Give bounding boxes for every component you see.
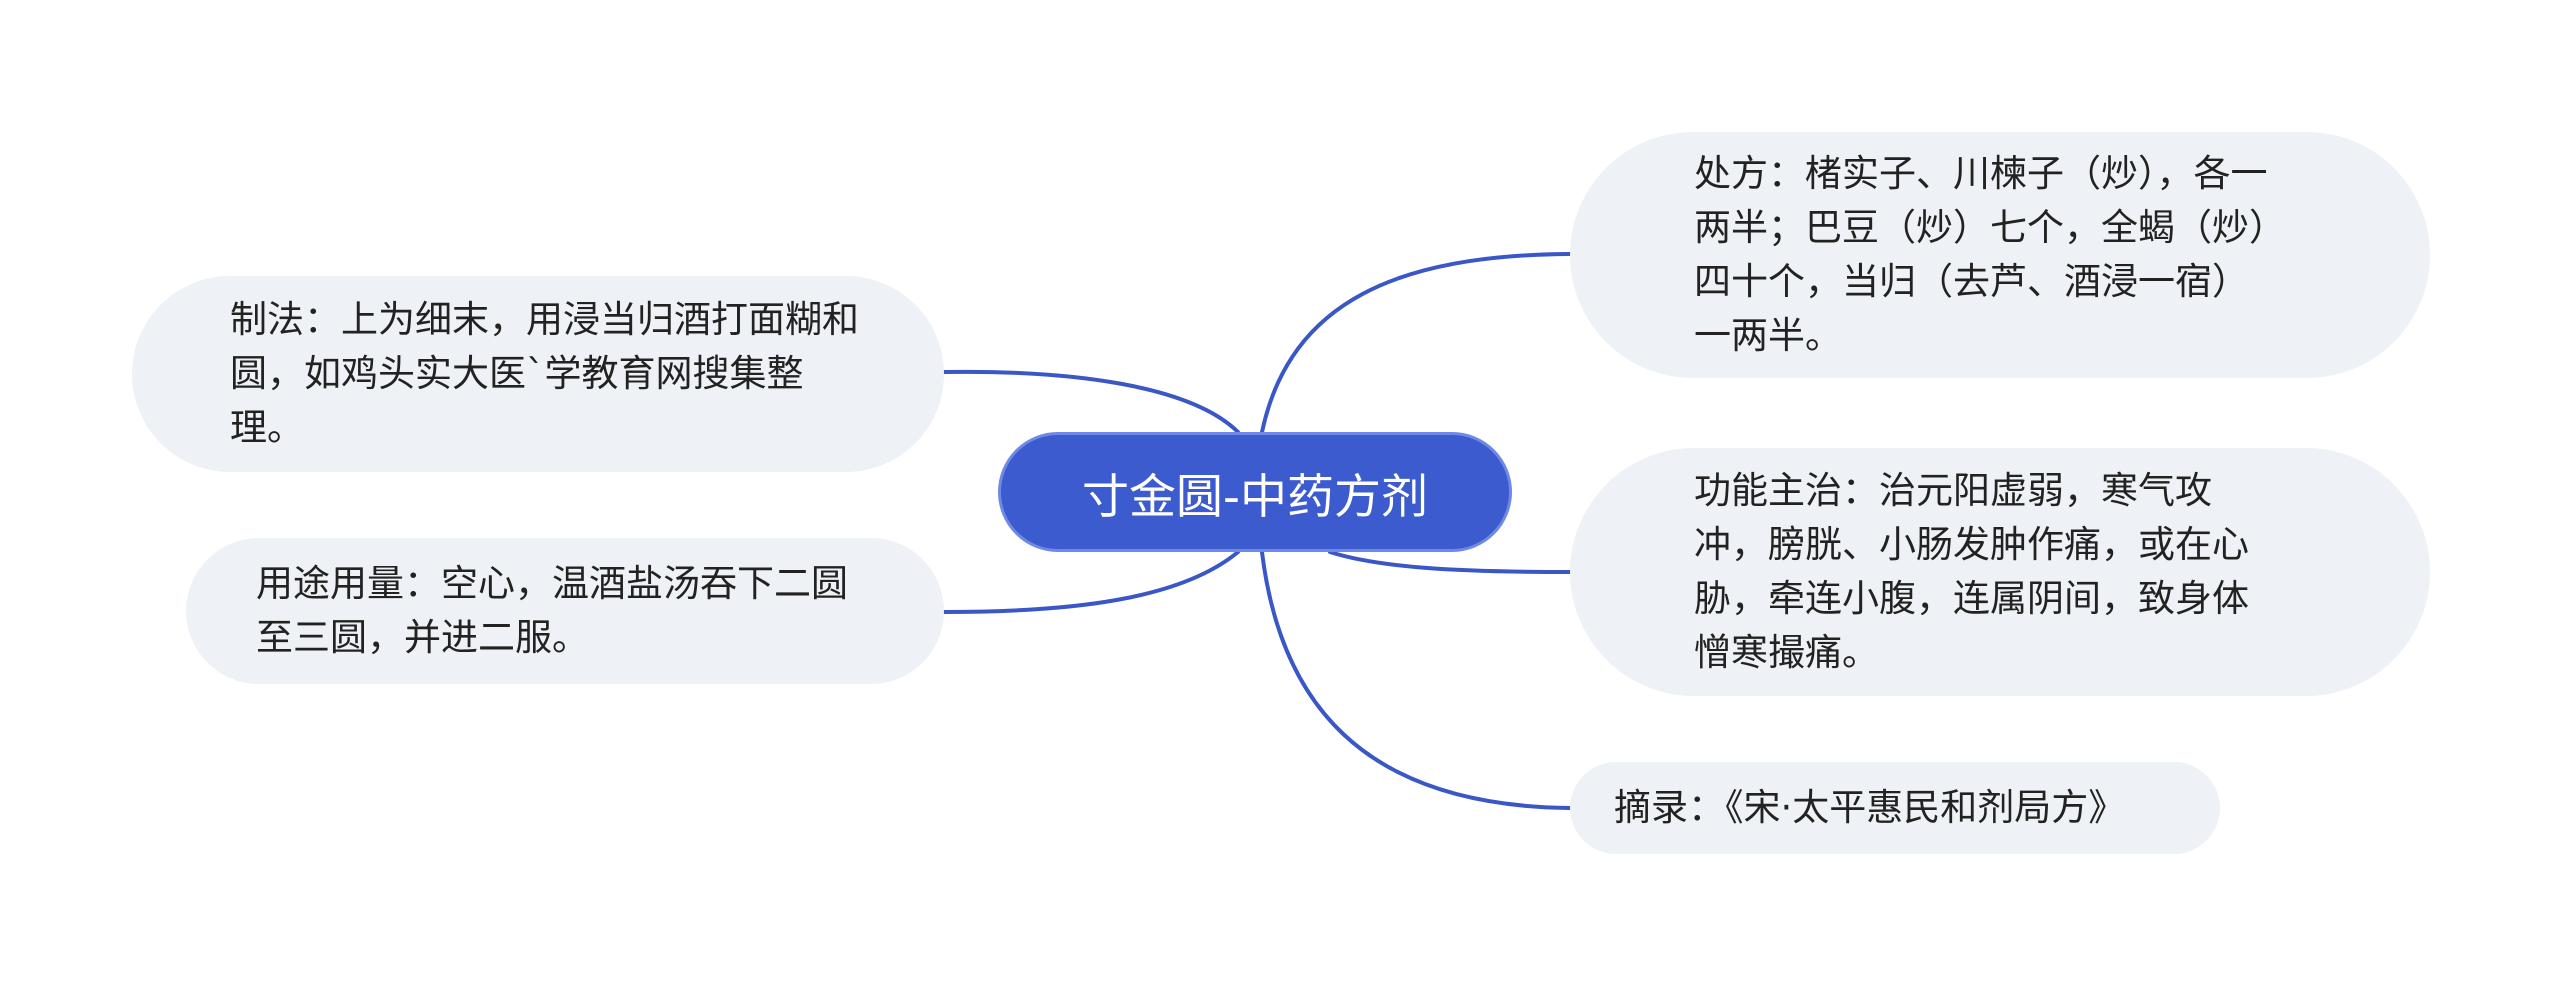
node-zhailu[interactable]: 摘录：《宋·太平惠民和剂局方》 [1570, 762, 2220, 854]
link-root-chufang [1260, 252, 1572, 434]
node-gongneng-text: 功能主治：治元阳虚弱，寒气攻冲，膀胱、小肠发肿作痛，或在心胁，牵连小腹，连属阴间… [1694, 469, 2249, 674]
link-root-zhailu [1260, 550, 1572, 810]
node-zhifa-text: 制法：上为细末，用浸当归酒打面糊和圆，如鸡头实大医`学教育网搜集整理。 [230, 298, 859, 449]
node-yongtu-text: 用途用量：空心，温酒盐汤吞下二圆至三圆，并进二服。 [256, 562, 848, 659]
node-zhailu-text: 摘录：《宋·太平惠民和剂局方》 [1614, 786, 2126, 829]
node-chufang[interactable]: 处方：楮实子、川楝子（炒），各一两半；巴豆（炒）七个，全蝎（炒）四十个，当归（去… [1570, 132, 2430, 378]
node-zhifa[interactable]: 制法：上为细末，用浸当归酒打面糊和圆，如鸡头实大医`学教育网搜集整理。 [132, 276, 944, 472]
root-topic[interactable]: 寸金圆-中药方剂 [998, 432, 1512, 552]
link-root-yongtu [942, 550, 1240, 614]
node-yongtu[interactable]: 用途用量：空心，温酒盐汤吞下二圆至三圆，并进二服。 [186, 538, 944, 684]
link-root-zhifa [942, 369, 1240, 434]
root-topic-label: 寸金圆-中药方剂 [1082, 469, 1428, 525]
node-chufang-text: 处方：楮实子、川楝子（炒），各一两半；巴豆（炒）七个，全蝎（炒）四十个，当归（去… [1694, 152, 2268, 357]
node-gongneng[interactable]: 功能主治：治元阳虚弱，寒气攻冲，膀胱、小肠发肿作痛，或在心胁，牵连小腹，连属阴间… [1570, 448, 2430, 696]
link-root-gongneng [1328, 550, 1572, 574]
